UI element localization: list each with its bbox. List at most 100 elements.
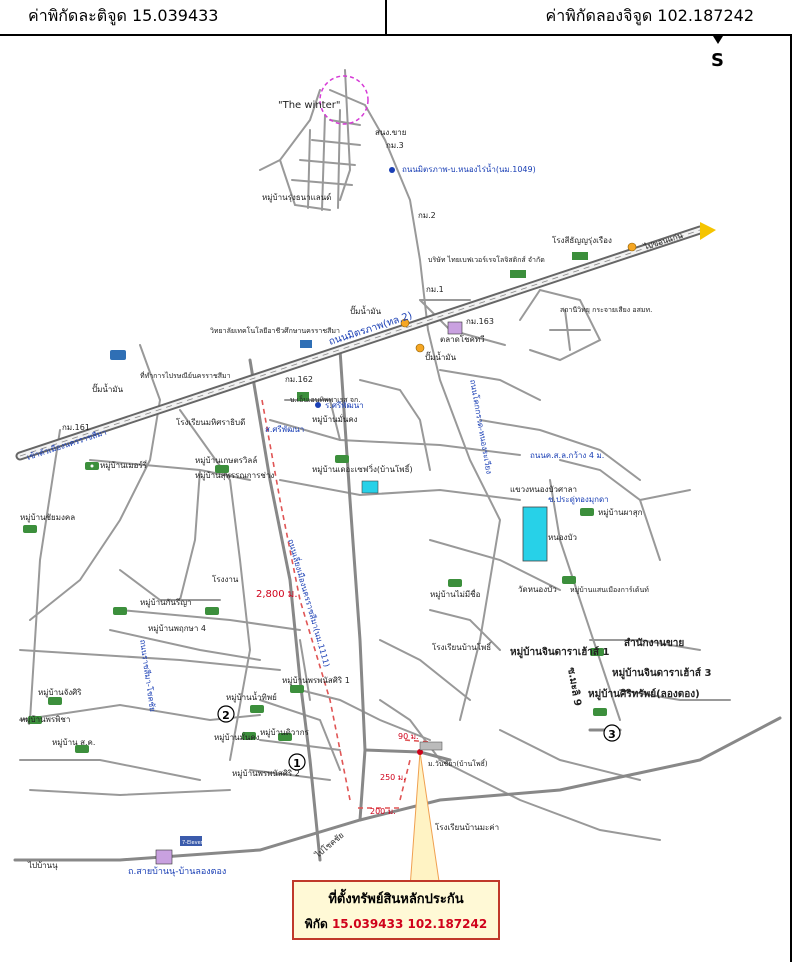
minor-roads [19,69,731,841]
village-icons [23,252,607,865]
label-radio-station: สถานีวิทยุ กระจายเสียง อสมท. [560,306,652,314]
label-km162: กม.162 [285,375,313,384]
callout-coord-prefix: พิกัด [304,917,328,931]
label-village-thiphawan-1: หมู่บ้านจินดาราเฮ้าส์ 1 [510,646,609,659]
distance-route [261,399,431,809]
compass-arrow-icon [713,36,723,44]
svg-text:1: 1 [293,757,301,770]
svg-text:3: 3 [608,728,616,741]
label-prasatnmuak: ช.ประดู่ทองมุกดา [548,495,609,505]
label-the-winter: "The winter" [278,100,340,111]
label-school-banpho: โรงเรียนบ้านโพธิ์ [432,641,493,652]
label-fuel-pump-2: ปั๊มน้ำมัน [425,351,457,362]
label-village-nammatip: หมู่บ้านน้ำทิพย์ [226,691,277,703]
label-ngv-station: บ.เอ็นเอนทิพพาเรส จก. [290,395,360,404]
marker-2: 2 [217,705,235,723]
label-factory: โรงงาน [212,574,239,584]
label-fuel-pump-1: ปั๊มน้ำมัน [350,305,382,316]
label-village-sarakhm: หมู่บ้านมั่นคง [214,731,260,743]
compass: S [708,36,728,71]
asset-location-pin [417,749,423,755]
label-village-thiphawan-3: หมู่บ้านจินดาราเฮ้าส์ 3 [612,667,711,680]
label-market: ตลาดโชคทวี [440,334,485,344]
label-soi-9: ซ.มะลิ 9 [565,666,584,707]
latitude-label: ค่าพิกัดละติจูด 15.039433 [28,6,219,25]
label-village-nk: หมู่บ้าน ส.ค. [52,738,95,748]
label-km2: กม.2 [418,211,436,220]
label-village-suphannakarn: หมู่บ้านสุพรรณการช่าง [195,471,274,481]
label-m-wanchai: ม.วันชัยา(บ้านโพธิ์) [428,758,488,768]
label-village-kasem: หมู่บ้านเกษตรวิลล์ [195,455,257,466]
label-thai-beverage: บริษัท ไทยเบฟเวอร์เรจโลจิสติกส์ จำกัด [428,255,545,264]
highway-mittraphap [15,222,716,461]
label-village-khonkaen-1: หมู่บ้านกันรีญา [140,598,192,608]
label-village-phadung: หมู่บ้านชัยมงคล [20,513,75,523]
secondary-roads [13,348,782,862]
asset-callout: ที่ตั้งทรัพย์สินหลักประกัน พิกัด 15.0394… [292,880,500,940]
label-village-seri: หมู่บ้านจังศิริ [38,688,82,698]
label-village-no-name: หมู่บ้านไม่มีชื่อ [430,588,481,600]
label-village-saensuk: หมู่บ้านแสนเมืองการ์เด้นท์ [570,586,649,594]
callout-coords: 15.039433 102.187242 [331,917,488,931]
label-village-phruksa: หมู่บ้านพรพิชา [20,715,70,725]
label-km161: กม.161 [62,423,90,432]
nong-bua-pond [522,506,548,562]
label-road-sriphatthana2: ส.ศรีพัฒนา [265,425,304,434]
label-km3: กม.3 [386,141,404,150]
label-km1: กม.1 [426,285,444,294]
label-seven-eleven: 7-Eleven [182,840,204,846]
header: ค่าพิกัดละติจูด 15.039433 ค่าพิกัดลองจิจ… [0,0,794,34]
label-from-city: เข้าตัวเมืองนครราชสีมา [26,428,108,462]
compass-letter: S [711,50,724,71]
label-village-phonkaew-2: หมู่บ้านพรพนัสศิริ 2 [232,769,300,779]
label-village-siriwat: หมู่บ้านศิริทรัพย์(ลองตอง) [588,688,700,701]
label-village-phumiphat: หมู่บ้านเดอะเซฟวิ่ง(บ้านโพธิ์) [312,463,413,475]
label-rice-mill: โรงสีธัญญรุ่งเรือง [552,235,612,245]
junction-dot-2 [315,402,321,408]
map-frame [0,34,792,962]
callout-title: ที่ตั้งทรัพย์สินหลักประกัน [328,892,464,907]
svg-text:2: 2 [222,709,230,722]
label-road-tks4: ถนนค.ส.ล.กว้าง 4 ม. [530,451,604,460]
label-village-kaset-4: หมู่บ้านพฤกษา 4 [148,624,206,634]
the-winter-circle [319,75,369,125]
header-divider [385,0,387,34]
label-nong-bua: หนองบัว [548,533,577,542]
asset-building [419,741,443,751]
label-village-kaew: หมู่บ้านดิวากร [260,728,310,738]
label-road-chokchai: ถนนราชสีมา-โชคชัย [138,639,158,712]
label-sriphatthana: ร.ศรีพัฒนา [325,401,364,410]
label-dist-200: 200 ม. [370,807,396,816]
marker-3: 3 [603,724,621,742]
label-tech-college: วิทยาลัยเทคโนโลยีอาชีวศึกษานครราชสีมา [210,326,340,335]
label-village-phanthip: หมู่บ้านพรพนัสศิริ 1 [282,676,350,686]
label-road-mittraphap-nongrainam: ถนนมิตรภาพ-บ.หนองไร่น้ำ(นม.1049) [402,163,536,174]
label-km163: กม.163 [466,317,494,326]
label-village-rungthanaland: หมู่บ้านรุ่งธนาแลนด์ [262,192,331,203]
fuel-pump-icons [400,242,637,353]
label-fuel-pump-3: ปั๊มน้ำมัน [92,383,124,394]
callout-coords-line: พิกัด 15.039433 102.187242 [294,915,498,934]
label-highway-office: ที่ทำการไปรษณีย์นครราชสีมา [140,371,231,380]
label-village-green-park: หมู่บ้านเมอร์รี่ [100,459,148,471]
label-school-sriphat: โรงเรียนมหิศราธิบดี [176,417,245,427]
longitude-label: ค่าพิกัดลองจิจูด 102.187242 [545,6,754,25]
small-pond [361,480,379,494]
label-school-banmakham: โรงเรียนบ้านมะค่า [435,822,499,832]
label-wat-nongbua: วัดหนองบัว [518,585,557,594]
label-dist-2800: 2,800 ม. [256,589,298,600]
label-prachaniwet: แขวงหนองบัวศาลา [510,485,577,494]
label-office-sale: สำนักงานขาย [624,637,684,649]
label-dist-90: 90 ม. [398,732,419,741]
label-to-ban-nu: ไปบ้านนุ [27,861,58,870]
label-dist-250: 250 ม. [380,773,406,782]
label-sno-khai: สนง.ขาย [375,128,406,137]
marker-1: 1 [288,753,306,771]
asset-pointer [409,751,441,889]
junction-dot-1 [389,167,395,173]
label-village-nongbua: หมู่บ้านมั่นคง [312,413,358,425]
label-road-kanchanasuthi: ถนนโคกกรวด-หนองระเวียง [468,379,495,475]
label-village-phonsawan: หมู่บ้านผาสุก [598,508,643,518]
label-road-sai-bannu: ถ.สายบ้านนุ-บ้านลองตอง [128,866,226,877]
